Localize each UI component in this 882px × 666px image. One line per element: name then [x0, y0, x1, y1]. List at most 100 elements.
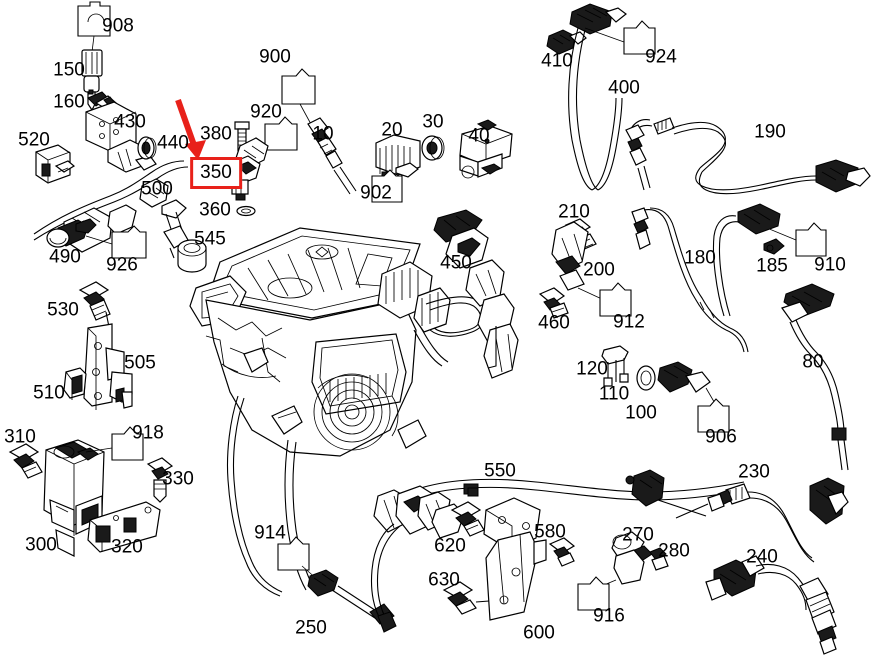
- part-label-240: 240: [746, 546, 778, 568]
- part-label-924: 924: [645, 46, 677, 68]
- part-label-918: 918: [132, 422, 164, 444]
- part-310-bolt: [8, 443, 43, 479]
- part-180-line: [631, 207, 749, 353]
- part-label-510: 510: [33, 382, 65, 404]
- part-520-connector: [35, 144, 76, 184]
- part-label-530: 530: [47, 299, 79, 321]
- part-label-400: 400: [608, 77, 640, 99]
- part-label-914: 914: [254, 522, 286, 544]
- part-label-430: 430: [114, 111, 146, 133]
- part-300-pump: [43, 439, 113, 557]
- part-185-clip: [763, 238, 785, 255]
- part-label-580: 580: [534, 521, 566, 543]
- part-label-110: 110: [598, 383, 630, 405]
- part-916-tag: [577, 576, 610, 611]
- part-450-bracket: [433, 209, 519, 379]
- part-label-20: 20: [381, 119, 403, 141]
- part-label-100: 100: [625, 402, 657, 424]
- part-label-505: 505: [124, 352, 156, 374]
- part-918-tag: [111, 426, 144, 461]
- part-label-440: 440: [157, 132, 189, 154]
- part-490-sensor: [46, 218, 113, 248]
- part-550-harness: [370, 469, 745, 633]
- part-320-bracket: [87, 501, 161, 553]
- part-240-oxygen-sensor: [705, 555, 837, 655]
- part-label-460: 460: [538, 312, 570, 334]
- part-10-glowplug: [307, 117, 357, 195]
- part-200-sensor: [551, 221, 605, 301]
- part-label-185: 185: [756, 255, 788, 277]
- part-label-550: 550: [484, 460, 516, 482]
- part-label-908: 908: [102, 15, 134, 37]
- part-label-200: 200: [583, 259, 615, 281]
- part-545-ring: [177, 239, 207, 273]
- part-label-900: 900: [259, 46, 291, 68]
- part-906-tag: [697, 398, 730, 433]
- part-910-connector: [712, 203, 781, 317]
- part-label-912: 912: [613, 311, 645, 333]
- part-label-30: 30: [422, 111, 444, 133]
- part-908-group: [77, 1, 111, 53]
- part-902-tag: [371, 169, 403, 203]
- part-40-module: [459, 119, 513, 179]
- part-330-bolt: [146, 457, 174, 503]
- part-label-360: 360: [199, 199, 231, 221]
- part-label-280: 280: [658, 540, 690, 562]
- part-630-bolt: [442, 542, 503, 615]
- part-440-grommet: [137, 136, 157, 160]
- part-label-916: 916: [593, 605, 625, 627]
- part-270-sensor: [591, 531, 653, 591]
- part-label-300: 300: [25, 534, 57, 556]
- part-20-relay: [375, 134, 421, 199]
- engine-assembly: [189, 227, 487, 597]
- part-label-545: 545: [194, 228, 226, 250]
- part-label-270: 270: [622, 524, 654, 546]
- part-label-380: 380: [200, 123, 232, 145]
- part-label-910: 910: [814, 254, 846, 276]
- part-label-230: 230: [738, 461, 770, 483]
- part-label-190: 190: [754, 121, 786, 143]
- part-label-450: 450: [440, 252, 472, 274]
- part-label-520: 520: [18, 129, 50, 151]
- part-460-bolt: [538, 287, 569, 319]
- part-label-630: 630: [428, 569, 460, 591]
- part-label-490: 490: [49, 246, 81, 268]
- part-280-bolt: [649, 547, 669, 571]
- part-label-310: 310: [4, 426, 36, 448]
- part-510-clip: [63, 367, 87, 400]
- part-120-clip: [601, 345, 629, 387]
- part-580-bolt: [548, 537, 576, 567]
- part-label-920: 920: [250, 101, 282, 123]
- part-30-grommet: [421, 135, 445, 161]
- part-900-tag: [281, 68, 316, 127]
- part-label-902: 902: [360, 182, 392, 204]
- part-label-160: 160: [53, 91, 85, 113]
- part-label-926: 926: [106, 254, 138, 276]
- part-620-bolt: [450, 501, 485, 537]
- part-label-210: 210: [558, 201, 590, 223]
- part-label-180: 180: [684, 247, 716, 269]
- part-100-sensor: [657, 361, 721, 413]
- part-80-sensor: [781, 283, 849, 471]
- part-530-bolt: [78, 281, 111, 333]
- part-912-tag: [599, 282, 632, 317]
- part-label-600: 600: [523, 622, 555, 644]
- part-label-410: 410: [541, 50, 573, 72]
- part-label-620: 620: [434, 535, 466, 557]
- part-label-150: 150: [53, 59, 85, 81]
- part-label-80: 80: [802, 351, 824, 373]
- part-label-120: 120: [576, 358, 608, 380]
- part-label-906: 906: [705, 426, 737, 448]
- part-430-bracket: [85, 101, 157, 173]
- part-600-bracket: [483, 497, 547, 621]
- part-label-320: 320: [111, 536, 143, 558]
- part-label-500: 500: [141, 178, 173, 200]
- part-label-350: 350: [190, 157, 242, 189]
- part-label-330: 330: [162, 468, 194, 490]
- part-926-tag: [111, 225, 147, 259]
- part-505-bracket: [83, 323, 133, 410]
- part-230-sensor: [657, 477, 849, 563]
- part-924-tag: [623, 20, 656, 55]
